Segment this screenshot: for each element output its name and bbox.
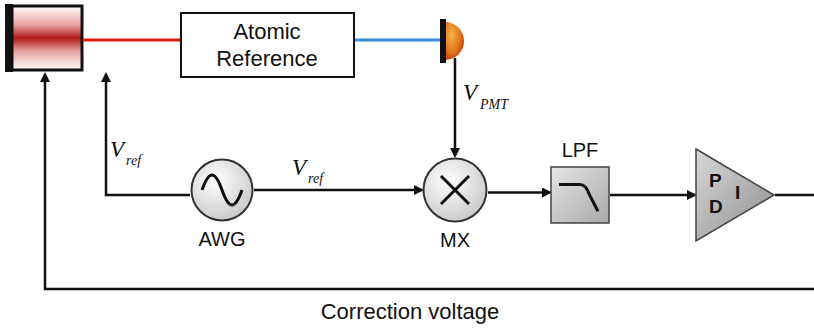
node-label: Atomic Reference [192, 18, 342, 72]
signal-name: V [292, 155, 306, 181]
signal-connector [488, 191, 550, 194]
signal-name: PMT [480, 97, 508, 113]
filter-box: LPF [550, 166, 610, 224]
caption-label: Correction voltage [321, 299, 500, 325]
mixer-circle: MX [422, 157, 488, 223]
laser-beam [83, 39, 180, 42]
fluorescence-beam [355, 39, 441, 42]
signal-connector [254, 189, 422, 192]
node-outline [550, 166, 610, 224]
node-label: P [709, 170, 722, 192]
node-outline [190, 158, 254, 222]
signal-name: V [463, 80, 477, 106]
reference-box: Atomic Reference [180, 12, 355, 78]
signal-name: ref [308, 171, 323, 187]
node-label: D [709, 196, 723, 218]
signal-name: V [110, 137, 124, 163]
node-label: LPF [562, 139, 599, 162]
signal-connector [610, 194, 695, 197]
generator-circle: AWG [190, 158, 254, 222]
signal-name: ref [126, 153, 141, 169]
signal-wire [454, 58, 457, 156]
pid-output-wire [775, 194, 814, 197]
node-outline [422, 157, 488, 223]
correction-wire [45, 74, 814, 289]
node-label: MX [440, 229, 470, 252]
laser [5, 4, 82, 72]
modulation-wire [106, 74, 190, 195]
node-label: AWG [198, 228, 245, 251]
node-label: I [735, 182, 740, 204]
photomultiplier [440, 19, 464, 63]
pid-triangle: PDI [695, 148, 775, 242]
